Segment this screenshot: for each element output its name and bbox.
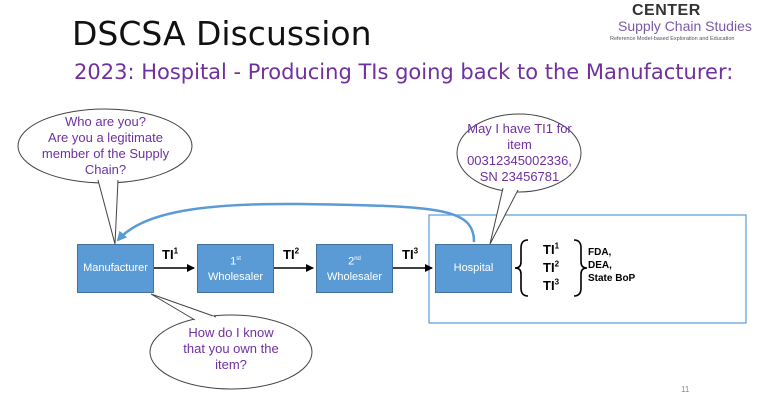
return-arrow-hospital-to-manufacturer	[116, 202, 476, 243]
logo-tagline: Reference Model-based Exploration and Ed…	[610, 36, 735, 42]
node-manufacturer: Manufacturer	[77, 244, 154, 293]
agency-dea: DEA,	[588, 260, 612, 271]
page-number: 11	[681, 385, 690, 394]
node-manufacturer-label: Manufacturer	[83, 262, 148, 274]
edge-label-ti3: TI3	[402, 246, 419, 262]
bracket-ti2: TI2	[543, 259, 560, 275]
bracket-ti3: TI3	[543, 277, 560, 293]
curly-brace	[514, 239, 588, 297]
edge-label-ti1: TI1	[162, 246, 179, 262]
slide-subtitle: 2023: Hospital - Producing TIs going bac…	[74, 60, 734, 84]
bubble-who-are-you	[17, 108, 193, 245]
agencies-list: FDA, DEA, State BoP	[588, 246, 635, 285]
center-logo: CENTER Supply Chain Studies Reference Mo…	[610, 2, 768, 46]
logo-name-text: Supply Chain Studies	[618, 18, 752, 34]
edge-label-ti2: TI2	[283, 246, 300, 262]
node-hospital-label: Hospital	[453, 262, 494, 274]
slide-title: DSCSA Discussion	[72, 14, 372, 53]
bubble-request-ti-text: May I have TI1 for item 00312345002336, …	[467, 121, 572, 184]
bubble-ownership-text: How do I know that you own the item?	[183, 325, 279, 372]
agency-fda: FDA,	[588, 247, 612, 258]
agency-state-bop: State BoP	[588, 273, 636, 284]
logo-main-text: CENTER	[632, 2, 701, 19]
bubble-who-are-you-text: Who are you? Are you a legitimate member…	[41, 114, 170, 177]
node-hospital: Hospital	[435, 244, 512, 293]
bracket-ti1: TI1	[543, 241, 560, 257]
bubble-ownership	[149, 293, 313, 390]
